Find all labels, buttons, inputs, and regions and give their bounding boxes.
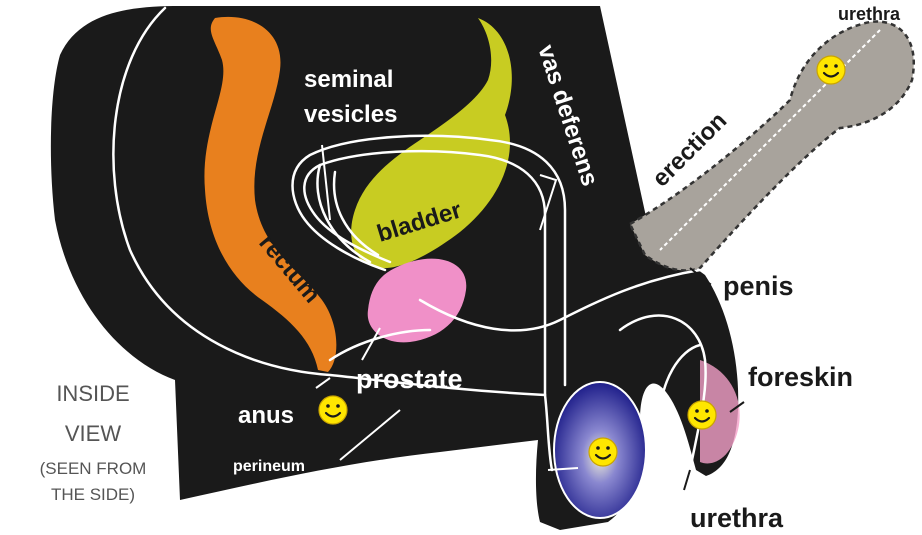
smiley-icon <box>817 56 845 84</box>
side-note-line1: INSIDE <box>56 381 129 406</box>
label-prostate: prostate <box>356 364 463 394</box>
label-inside-scrotum: (inside scrotum) <box>357 489 481 506</box>
side-note-line2: VIEW <box>65 421 121 446</box>
smiley-icon <box>319 396 347 424</box>
smiley-icon <box>688 401 716 429</box>
label-seminal: seminal <box>304 66 393 93</box>
label-perineum: perineum <box>233 458 305 475</box>
label-urethra-top: urethra <box>838 4 901 24</box>
label-urethra-bottom: urethra <box>690 503 784 533</box>
side-note-line3: (SEEN FROM <box>40 459 147 478</box>
side-note-line4: THE SIDE) <box>51 485 135 504</box>
label-foreskin: foreskin <box>748 362 853 392</box>
label-penis: penis <box>723 271 794 301</box>
erection-shape <box>630 22 914 271</box>
label-vesicles: vesicles <box>304 101 397 128</box>
label-testicles: testicles <box>417 453 517 481</box>
label-anus: anus <box>238 402 294 429</box>
smiley-icon <box>589 438 617 466</box>
